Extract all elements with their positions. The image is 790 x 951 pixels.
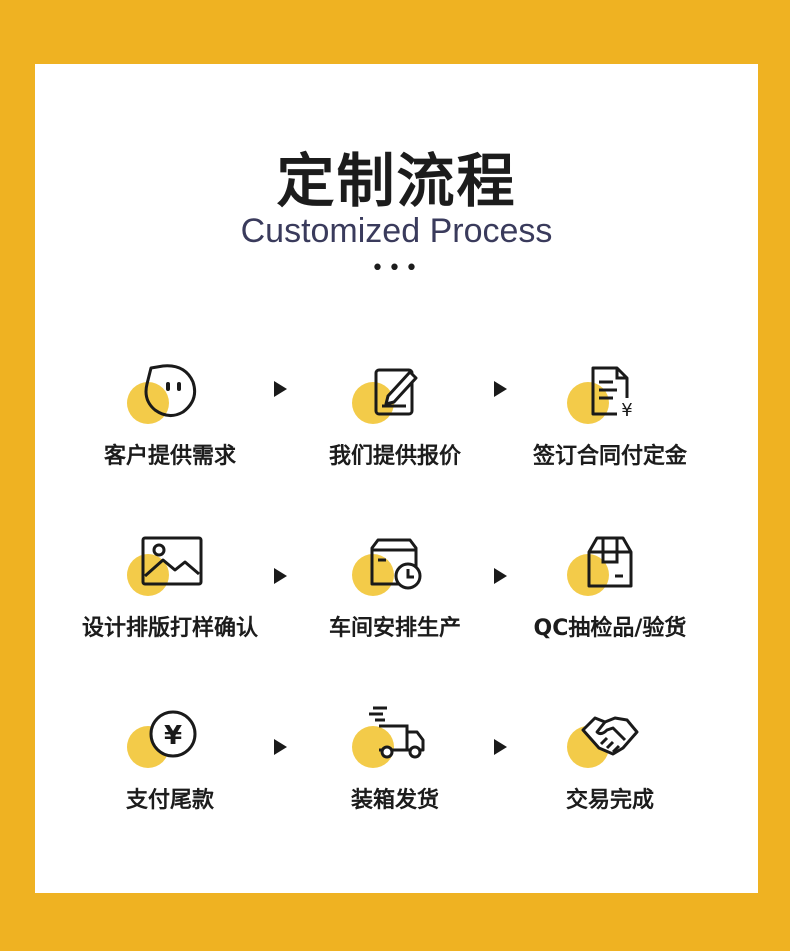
edit-pencil-icon xyxy=(374,368,418,416)
step-label: 签订合同付定金 xyxy=(532,444,687,469)
package-box-icon xyxy=(587,536,633,588)
step-label: QC抽检品/验货 xyxy=(533,616,687,641)
step-label: 装箱发货 xyxy=(350,788,439,813)
arrow-icon xyxy=(494,381,507,397)
arrow-icon xyxy=(494,568,507,584)
step-label: 车间安排生产 xyxy=(328,616,461,641)
step-2: 我们提供报价 xyxy=(285,360,505,510)
step-label: 我们提供报价 xyxy=(328,444,461,469)
arrow-icon xyxy=(494,739,507,755)
step-label: 客户提供需求 xyxy=(103,444,236,469)
divider-dots: ••• xyxy=(371,256,422,281)
production-box-clock-icon xyxy=(370,538,422,590)
step-9: 交易完成 xyxy=(500,704,720,854)
page-subtitle: Customized Process xyxy=(240,212,553,250)
page-title: 定制流程 xyxy=(276,147,517,215)
step-label: 交易完成 xyxy=(565,788,654,813)
arrow-icon xyxy=(274,739,287,755)
arrow-icon xyxy=(274,568,287,584)
delivery-truck-icon xyxy=(369,706,425,759)
step-label: 支付尾款 xyxy=(125,788,214,813)
step-5: 车间安排生产 xyxy=(285,532,505,682)
step-6: QC抽检品/验货 xyxy=(500,532,720,682)
step-3: ¥ 签订合同付定金 xyxy=(500,360,720,510)
svg-text:¥: ¥ xyxy=(621,400,632,421)
step-4: 设计排版打样确认 xyxy=(60,532,280,682)
speech-bubble-icon xyxy=(144,364,197,417)
svg-text:¥: ¥ xyxy=(164,721,182,751)
process-card: 定制流程 Customized Process ••• 客户提供需求 我们提供报… xyxy=(35,64,758,893)
step-label: 设计排版打样确认 xyxy=(81,616,258,641)
image-picture-icon xyxy=(141,536,203,586)
contract-yen-icon: ¥ xyxy=(591,366,637,421)
step-8: 装箱发货 xyxy=(285,704,505,854)
arrow-icon xyxy=(274,381,287,397)
yen-coin-icon: ¥ xyxy=(149,710,197,758)
step-1: 客户提供需求 xyxy=(60,360,280,510)
step-7: ¥ 支付尾款 xyxy=(60,704,280,854)
handshake-icon xyxy=(581,716,639,756)
